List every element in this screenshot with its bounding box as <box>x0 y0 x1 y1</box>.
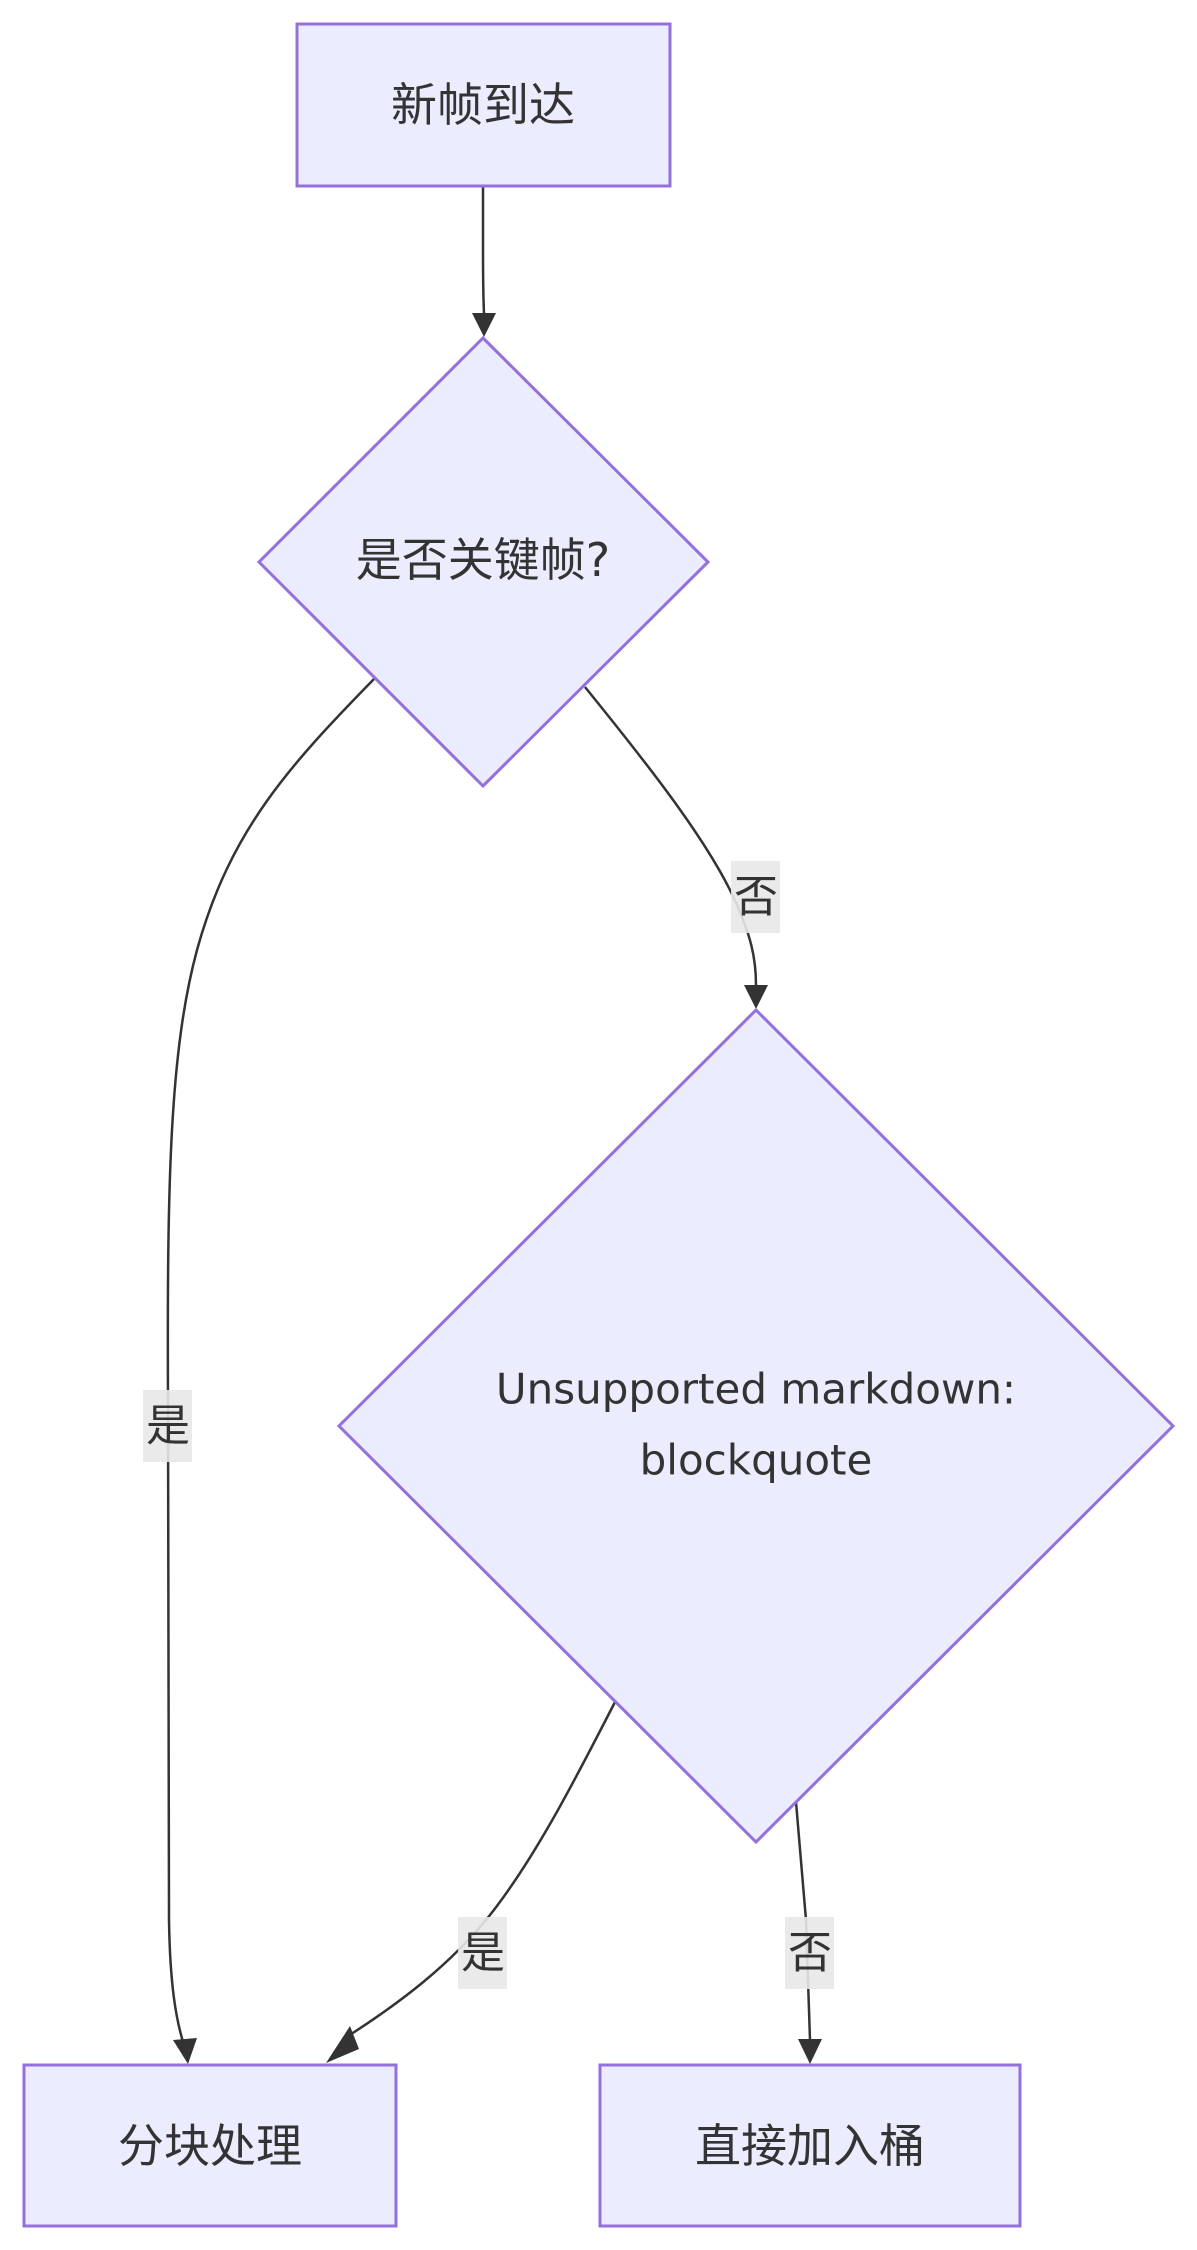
edge-keyframe-no-to-second <box>584 686 768 1009</box>
node-second-decision-diamond <box>336 1007 1176 1845</box>
edge-labels: 否 是 是 否 <box>143 861 834 1989</box>
node-chunk-process-box <box>22 2063 398 2228</box>
node-chunk-process-label: 分块处理 <box>118 2119 302 2173</box>
edge-label-keyframe-yes-text: 是 <box>146 1401 190 1452</box>
edge-start-to-keyframe-decision <box>472 187 496 337</box>
edge-label-keyframe-no-text: 否 <box>734 872 778 923</box>
node-add-to-bucket-box <box>598 2063 1022 2228</box>
node-start-label: 新帧到达 <box>391 78 575 132</box>
nodes: 新帧到达 是否关键帧? Unsupported markdown: blockq… <box>22 22 1176 2228</box>
edge-keyframe-yes-to-chunk <box>166 678 375 2064</box>
node-second-decision[interactable]: Unsupported markdown: blockquote <box>336 1007 1176 1845</box>
edge-label-second-no: 否 <box>785 1917 834 1989</box>
node-second-decision-label-line1: Unsupported markdown: <box>496 1365 1016 1414</box>
edge-label-second-no-text: 否 <box>788 1928 832 1979</box>
edge-second-yes-to-chunk <box>326 1701 617 2063</box>
node-second-decision-label-line2: blockquote <box>640 1436 873 1485</box>
edge-label-keyframe-no: 否 <box>731 861 780 933</box>
node-chunk-process[interactable]: 分块处理 <box>22 2063 398 2228</box>
edge-label-second-yes: 是 <box>458 1917 507 1989</box>
node-add-to-bucket-label: 直接加入桶 <box>695 2119 925 2173</box>
edge-label-second-yes-text: 是 <box>461 1928 505 1979</box>
edge-label-keyframe-yes: 是 <box>143 1390 192 1462</box>
node-keyframe-decision-diamond <box>256 335 711 789</box>
node-keyframe-decision[interactable]: 是否关键帧? <box>256 335 711 789</box>
node-add-to-bucket[interactable]: 直接加入桶 <box>598 2063 1022 2228</box>
node-start-box <box>295 22 672 188</box>
node-start[interactable]: 新帧到达 <box>295 22 672 188</box>
node-keyframe-decision-label: 是否关键帧? <box>356 533 610 587</box>
